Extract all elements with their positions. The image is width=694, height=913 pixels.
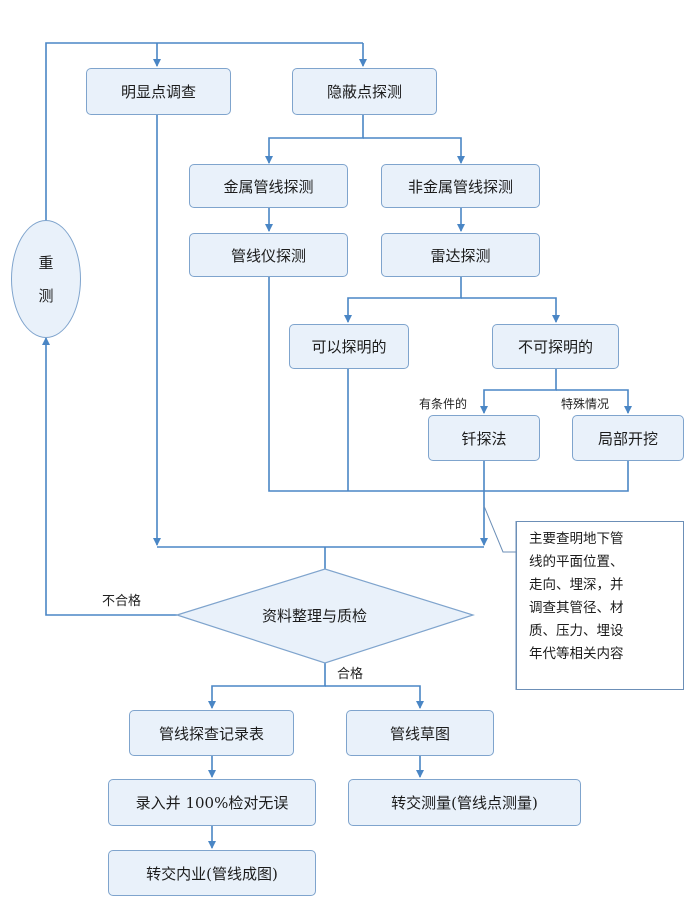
undetect-split	[480, 369, 557, 414]
node-record-table: 管线探查记录表	[129, 710, 294, 756]
node-transfer-office: 转交内业(管线成图)	[108, 850, 316, 896]
node-pipe-sketch: 管线草图	[346, 710, 494, 756]
resurvey-char-2: 测	[38, 287, 54, 305]
pass-down	[208, 663, 326, 709]
radar-split	[344, 276, 462, 323]
note-line: 线的平面位置、	[529, 554, 624, 570]
node-obvious-survey: 明显点调查	[86, 68, 231, 115]
node-transfer-survey: 转交测量(管线点测量)	[348, 779, 581, 826]
resurvey-oval: 重 测	[11, 220, 81, 338]
label-special: 特殊情况	[561, 397, 610, 411]
note-line: 调查其管径、材	[529, 600, 624, 616]
note-box: 主要查明地下管 线的平面位置、 走向、埋深，并 调查其管径、材 质、压力、埋设 …	[516, 521, 684, 690]
undetect-split-right	[556, 389, 632, 414]
label-fail: 不合格	[102, 594, 142, 609]
node-detectable: 可以探明的	[289, 324, 409, 369]
node-radar-detect: 雷达探测	[381, 233, 540, 277]
node-local-excavation: 局部开挖	[572, 415, 684, 461]
label-pass: 合格	[337, 667, 364, 682]
node-pipe-instrument: 管线仪探测	[189, 233, 348, 277]
note-bracket	[483, 505, 517, 690]
node-undetectable: 不可探明的	[492, 324, 619, 369]
note-line: 年代等相关内容	[529, 646, 624, 662]
node-metal-detect: 金属管线探测	[189, 164, 348, 208]
node-hidden-detect: 隐蔽点探测	[292, 68, 437, 115]
fail-line	[42, 337, 177, 616]
note-line: 质、压力、埋设	[529, 623, 624, 639]
resurvey-char-1: 重	[38, 254, 54, 272]
hidden-split	[265, 115, 364, 164]
hidden-split-right	[363, 137, 465, 164]
node-probe-method: 钎探法	[428, 415, 540, 461]
label-conditional: 有条件的	[419, 397, 468, 411]
node-data-qc: 资料整理与质检	[262, 607, 368, 625]
node-entry-check: 录入并 100%检对无误	[108, 779, 316, 826]
pass-right	[325, 685, 424, 709]
radar-split-right	[461, 297, 560, 323]
note-line: 走向、埋深，并	[529, 577, 624, 593]
note-line: 主要查明地下管	[529, 531, 624, 547]
node-nonmetal-detect: 非金属管线探测	[381, 164, 540, 208]
loop-to-top	[45, 42, 363, 222]
qc-diamond	[175, 568, 475, 664]
collector-h	[268, 276, 629, 492]
